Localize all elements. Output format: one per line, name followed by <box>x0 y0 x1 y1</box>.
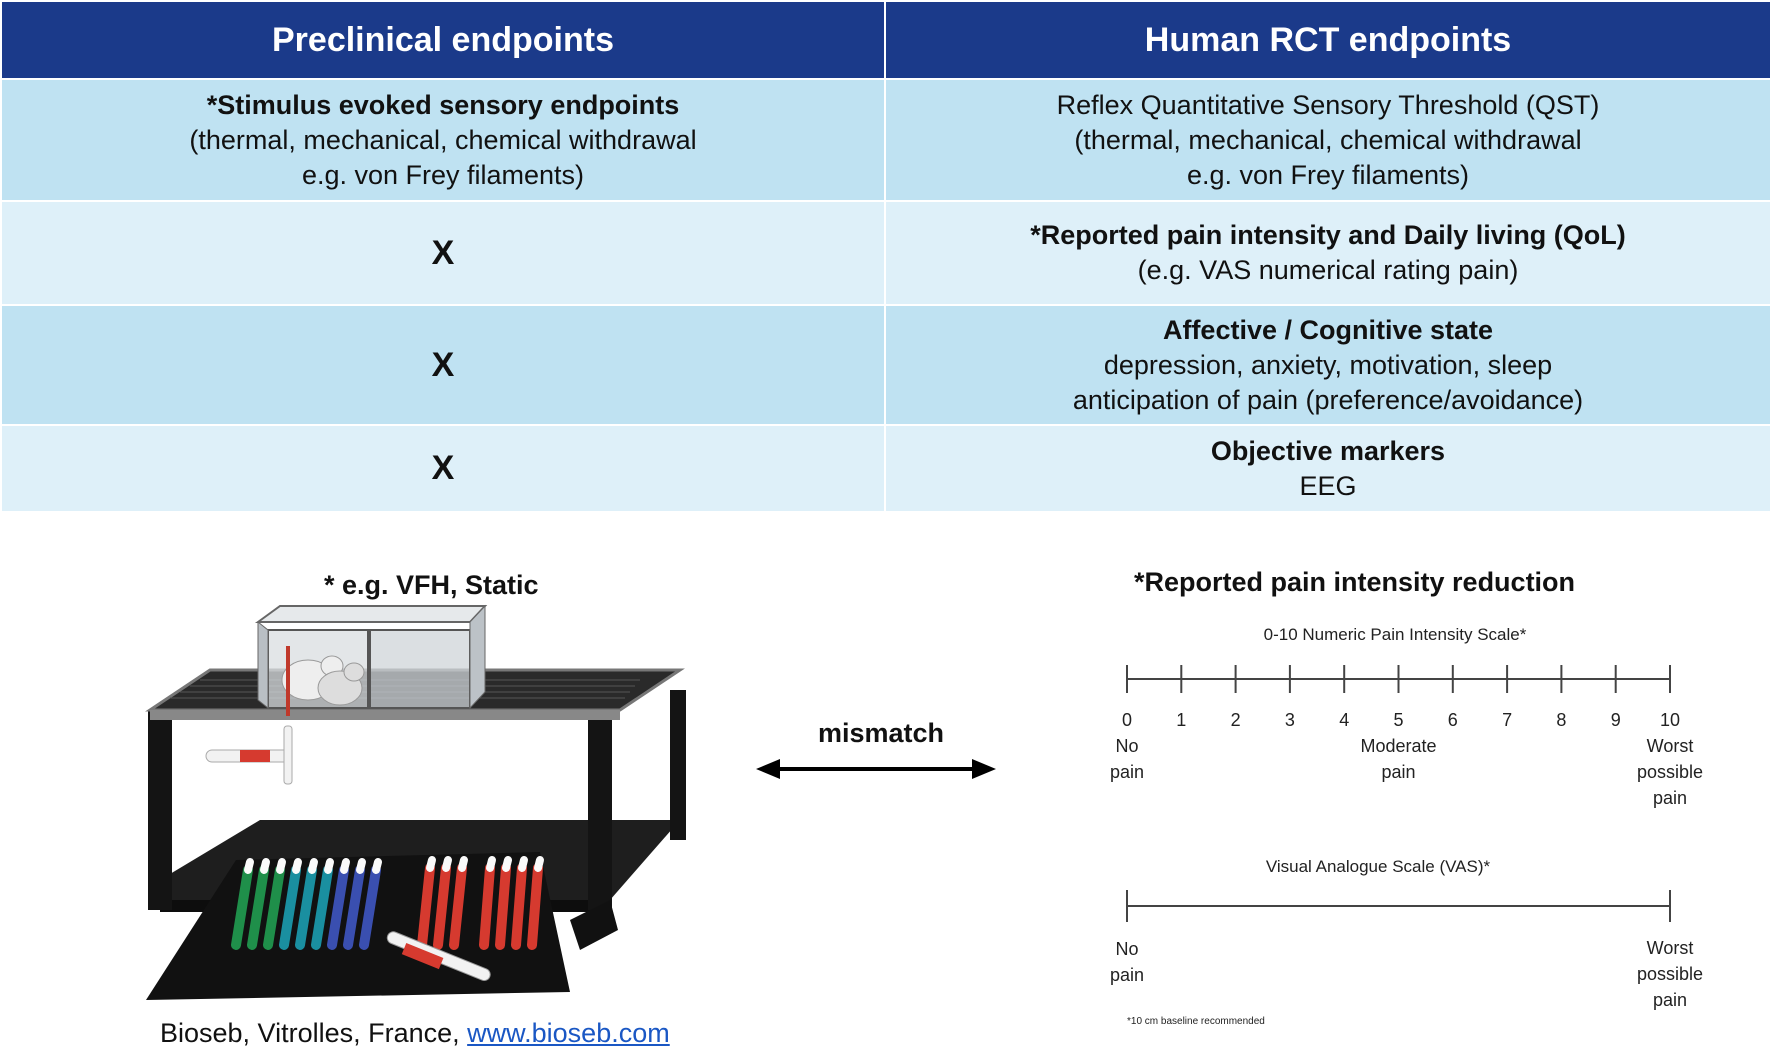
vas-footnote: *10 cm baseline recommended <box>1127 1016 1265 1027</box>
credit-text: Bioseb, Vitrolles, France, <box>160 1018 468 1048</box>
vas-title: Visual Analogue Scale (VAS)* <box>1266 857 1491 876</box>
endpoints-table: Preclinical endpoints Human RCT endpoint… <box>2 2 1770 511</box>
row1-left-line2: e.g. von Frey filaments) <box>301 159 585 190</box>
nprs-tick-label-6: 6 <box>1448 710 1458 730</box>
row1-left-bold: *Stimulus evoked sensory endpoints <box>206 89 680 120</box>
nprs-tick-label-3: 3 <box>1285 710 1295 730</box>
nprs-anchor-5-line-1: pain <box>1381 762 1415 782</box>
row4-preclinical: X <box>2 426 884 511</box>
row2-right-line1: (e.g. VAS numerical rating pain) <box>1137 255 1519 285</box>
row3-right-line1: depression, anxiety, motivation, sleep <box>1103 349 1553 380</box>
nprs-anchor-0-line-1: pain <box>1110 762 1144 782</box>
row1-left-line1: (thermal, mechanical, chemical withdrawa… <box>189 124 697 155</box>
pain-scales: 0-10 Numeric Pain Intensity Scale* 0 1 2 3 4… <box>1110 625 1703 1027</box>
nprs-anchor-0-line-0: No <box>1115 736 1138 756</box>
vas-left-label-line-1: pain <box>1110 965 1144 985</box>
vas-right-label-line-2: pain <box>1653 990 1687 1010</box>
row1-right-line1: Reflex Quantitative Sensory Threshold (Q… <box>1056 89 1600 120</box>
mismatch-label: mismatch <box>818 718 945 748</box>
header-human-rct: Human RCT endpoints <box>886 2 1770 78</box>
row3-right-line2: anticipation of pain (preference/avoidan… <box>1072 384 1584 415</box>
image-credit: Bioseb, Vitrolles, France, www.bioseb.co… <box>160 1018 670 1049</box>
row1-human: Reflex Quantitative Sensory Threshold (Q… <box>886 80 1770 200</box>
nprs-tick-label-10: 10 <box>1660 710 1680 730</box>
row2-human: *Reported pain intensity and Daily livin… <box>886 202 1770 304</box>
vas-left-label-line-0: No <box>1115 939 1138 959</box>
bioseb-link[interactable]: www.bioseb.com <box>467 1018 670 1048</box>
nprs-anchor-10-line-1: possible <box>1637 762 1703 782</box>
von-frey-apparatus-illustration <box>145 604 686 1000</box>
pain-reduction-caption: *Reported pain intensity reduction <box>1134 567 1576 597</box>
row3-human: Affective / Cognitive state depression, … <box>886 306 1770 424</box>
row2-left-x: X <box>431 233 455 272</box>
row3-left-x: X <box>431 345 455 384</box>
nprs-tick-label-9: 9 <box>1611 710 1621 730</box>
nprs-tick-label-8: 8 <box>1556 710 1566 730</box>
nprs-anchor-5-line-0: Moderate <box>1360 736 1436 756</box>
double-arrow-icon <box>756 759 996 779</box>
nprs-tick-label-4: 4 <box>1339 710 1349 730</box>
vas-axis: No pain Worst possible pain <box>1110 890 1703 1010</box>
row4-left-x: X <box>431 449 455 487</box>
vas-right-label-line-1: possible <box>1637 964 1703 984</box>
row2-right-bold: *Reported pain intensity and Daily livin… <box>1030 220 1626 250</box>
nprs-title: 0-10 Numeric Pain Intensity Scale* <box>1264 625 1527 644</box>
header-preclinical: Preclinical endpoints <box>2 2 884 78</box>
vas-right-label-line-0: Worst <box>1647 938 1694 958</box>
row3-right-bold: Affective / Cognitive state <box>1162 314 1494 345</box>
row1-right-line2: (thermal, mechanical, chemical withdrawa… <box>1074 124 1582 155</box>
row3-preclinical: X <box>2 306 884 424</box>
row4-right-line1: EEG <box>1299 470 1357 501</box>
vfh-caption: * e.g. VFH, Static <box>324 570 539 600</box>
nprs-anchor-10-line-0: Worst <box>1647 736 1694 756</box>
row4-human: Objective markers EEG <box>886 426 1770 511</box>
nprs-tick-label-0: 0 <box>1122 710 1132 730</box>
row4-right-bold: Objective markers <box>1210 435 1446 466</box>
nprs-tick-label-7: 7 <box>1502 710 1512 730</box>
nprs-anchor-10-line-2: pain <box>1653 788 1687 808</box>
row1-preclinical: *Stimulus evoked sensory endpoints (ther… <box>2 80 884 200</box>
row2-preclinical: X <box>2 202 884 304</box>
nprs-tick-label-5: 5 <box>1393 710 1403 730</box>
nprs-tick-label-2: 2 <box>1231 710 1241 730</box>
row1-right-line3: e.g. von Frey filaments) <box>1186 159 1470 190</box>
nprs-tick-label-1: 1 <box>1176 710 1186 730</box>
